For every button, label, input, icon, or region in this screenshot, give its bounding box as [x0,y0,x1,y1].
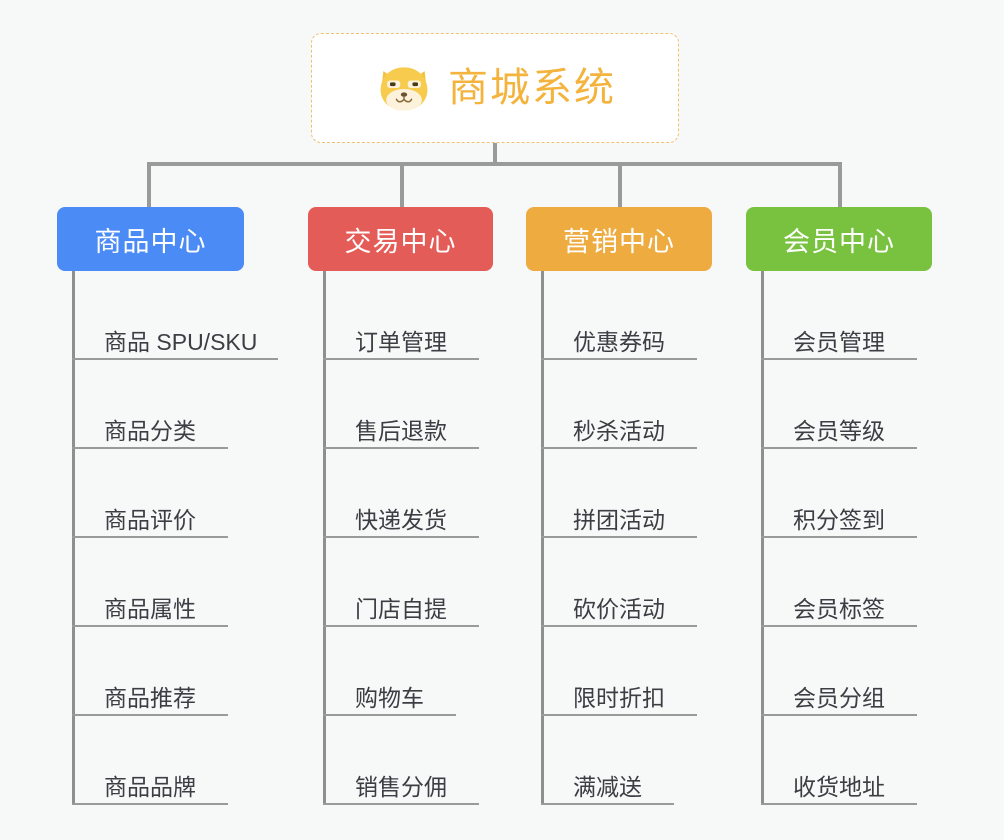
leaf-item[interactable]: 满减送 [541,737,674,805]
leaf-label: 秒杀活动 [573,418,665,444]
leaf-underline [761,447,917,449]
leaf-underline [72,536,228,538]
connector-bus-line [149,162,842,166]
leaf-item[interactable]: 门店自提 [323,559,479,627]
leaf-label: 会员等级 [793,418,885,444]
leaf-underline [72,358,278,360]
category-label: 会员中心 [783,226,895,257]
leaf-label: 商品 SPU/SKU [104,329,258,355]
leaf-underline [541,625,697,627]
leaf-underline [323,358,479,360]
leaf-label: 收货地址 [793,774,885,800]
leaf-underline [72,447,228,449]
leaf-label: 限时折扣 [573,685,665,711]
leaf-item[interactable]: 会员等级 [761,381,917,449]
leaf-item[interactable]: 商品 SPU/SKU [72,292,278,360]
leaf-item[interactable]: 限时折扣 [541,648,697,716]
leaf-label: 商品品牌 [104,774,196,800]
leaf-underline [72,714,228,716]
leaf-item[interactable]: 秒杀活动 [541,381,697,449]
leaf-item[interactable]: 售后退款 [323,381,479,449]
category-node-0[interactable]: 商品中心 [57,207,244,271]
leaf-underline [761,625,917,627]
leaf-item[interactable]: 商品品牌 [72,737,228,805]
leaf-underline [541,714,697,716]
drop-line-1 [147,162,151,208]
category-label: 交易中心 [344,226,457,257]
leaf-label: 快递发货 [355,507,447,533]
leaf-label: 购物车 [355,685,424,711]
root-title: 商城系统 [448,66,616,110]
leaf-underline [541,536,697,538]
leaf-item[interactable]: 砍价活动 [541,559,697,627]
leaf-item[interactable]: 会员管理 [761,292,917,360]
leaf-label: 会员分组 [793,685,885,711]
category-label: 商品中心 [94,226,207,257]
leaf-underline [541,803,674,805]
leaf-label: 商品评价 [104,507,196,533]
leaf-label: 销售分佣 [355,774,447,800]
leaf-item[interactable]: 商品推荐 [72,648,228,716]
leaf-underline [541,447,697,449]
leaf-underline [323,803,479,805]
leaf-label: 商品属性 [104,596,196,622]
leaf-label: 会员管理 [793,329,885,355]
leaf-underline [761,358,917,360]
leaf-underline [541,358,697,360]
leaf-label: 优惠券码 [573,329,665,355]
leaf-underline [323,625,479,627]
leaf-item[interactable]: 优惠券码 [541,292,697,360]
leaf-underline [761,803,917,805]
leaf-label: 商品分类 [104,418,196,444]
leaf-item[interactable]: 收货地址 [761,737,917,805]
leaf-item[interactable]: 积分签到 [761,470,917,538]
leaf-label: 售后退款 [355,418,447,444]
leaf-item[interactable]: 商品评价 [72,470,228,538]
leaf-item[interactable]: 拼团活动 [541,470,697,538]
root-stem-line [493,143,497,164]
leaf-underline [323,447,479,449]
root-node[interactable]: 商城系统 [311,33,679,143]
leaf-label: 积分签到 [793,507,885,533]
leaf-item[interactable]: 销售分佣 [323,737,479,805]
leaf-label: 门店自提 [355,596,447,622]
drop-line-2 [400,162,404,208]
leaf-item[interactable]: 快递发货 [323,470,479,538]
leaf-item[interactable]: 商品属性 [72,559,228,627]
leaf-item[interactable]: 会员分组 [761,648,917,716]
leaf-item[interactable]: 购物车 [323,648,456,716]
leaf-label: 商品推荐 [104,685,196,711]
drop-line-4 [838,162,842,208]
leaf-label: 订单管理 [355,329,447,355]
drop-line-3 [618,162,622,208]
leaf-underline [323,536,479,538]
shiba-inu-emoji [374,58,434,118]
leaf-underline [72,625,228,627]
leaf-underline [761,714,917,716]
leaf-label: 拼团活动 [573,507,665,533]
leaf-underline [761,536,917,538]
leaf-label: 砍价活动 [573,596,665,622]
category-node-3[interactable]: 会员中心 [746,207,932,271]
category-node-2[interactable]: 营销中心 [526,207,712,271]
category-node-1[interactable]: 交易中心 [308,207,493,271]
leaf-label: 满减送 [573,774,642,800]
leaf-underline [323,714,456,716]
leaf-underline [72,803,228,805]
leaf-item[interactable]: 商品分类 [72,381,228,449]
leaf-label: 会员标签 [793,596,885,622]
leaf-item[interactable]: 订单管理 [323,292,479,360]
category-label: 营销中心 [563,226,675,257]
leaf-item[interactable]: 会员标签 [761,559,917,627]
